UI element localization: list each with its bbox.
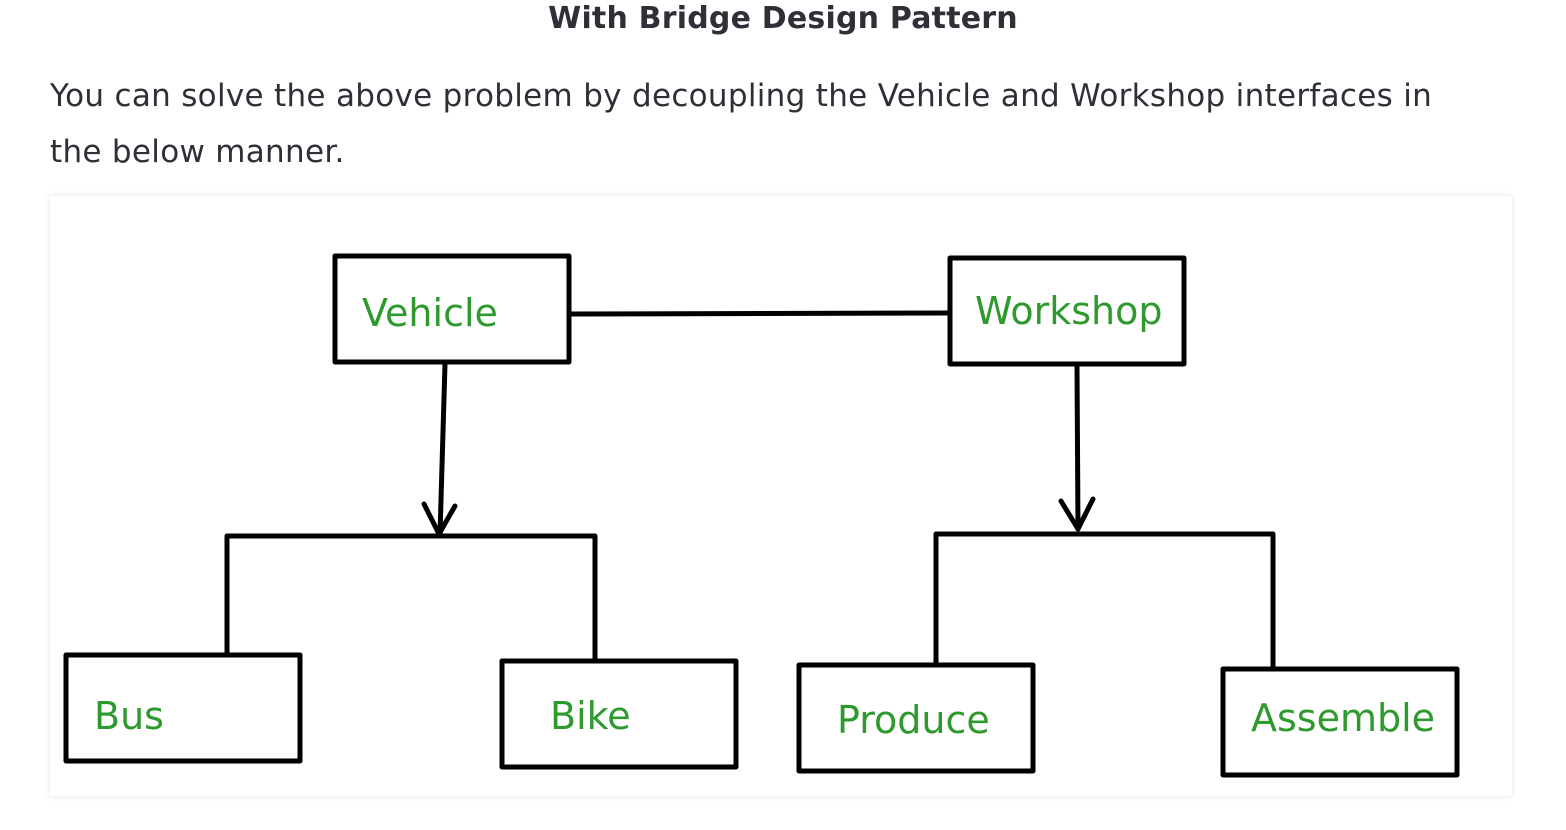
vehicle-branch-connector bbox=[224, 533, 598, 664]
workshop-down-line bbox=[1074, 364, 1081, 532]
description-paragraph: You can solve the above problem by decou… bbox=[50, 78, 1433, 170]
workshop-label: Workshop bbox=[975, 289, 1162, 333]
assemble-box bbox=[1220, 666, 1460, 778]
bridge-pattern-diagram: Vehicle Workshop Bus Bike Produce Assemb… bbox=[50, 196, 1512, 796]
vehicle-down-line bbox=[437, 361, 448, 537]
workshop-arrowhead bbox=[1058, 496, 1096, 532]
bike-box bbox=[499, 658, 739, 770]
bike-label: Bike bbox=[550, 694, 631, 738]
section-heading: With Bridge Design Pattern bbox=[548, 1, 1018, 36]
vehicle-box bbox=[332, 253, 572, 365]
bus-box bbox=[63, 652, 303, 764]
assemble-label: Assemble bbox=[1251, 696, 1435, 740]
bus-label: Bus bbox=[94, 694, 164, 738]
produce-label: Produce bbox=[837, 698, 990, 742]
vehicle-label: Vehicle bbox=[362, 291, 498, 335]
bridge-connector bbox=[566, 310, 953, 317]
workshop-box bbox=[947, 255, 1187, 367]
diagram-canvas: Vehicle Workshop Bus Bike Produce Assemb… bbox=[63, 253, 1460, 778]
produce-box bbox=[796, 662, 1036, 774]
workshop-branch-connector bbox=[933, 531, 1276, 670]
